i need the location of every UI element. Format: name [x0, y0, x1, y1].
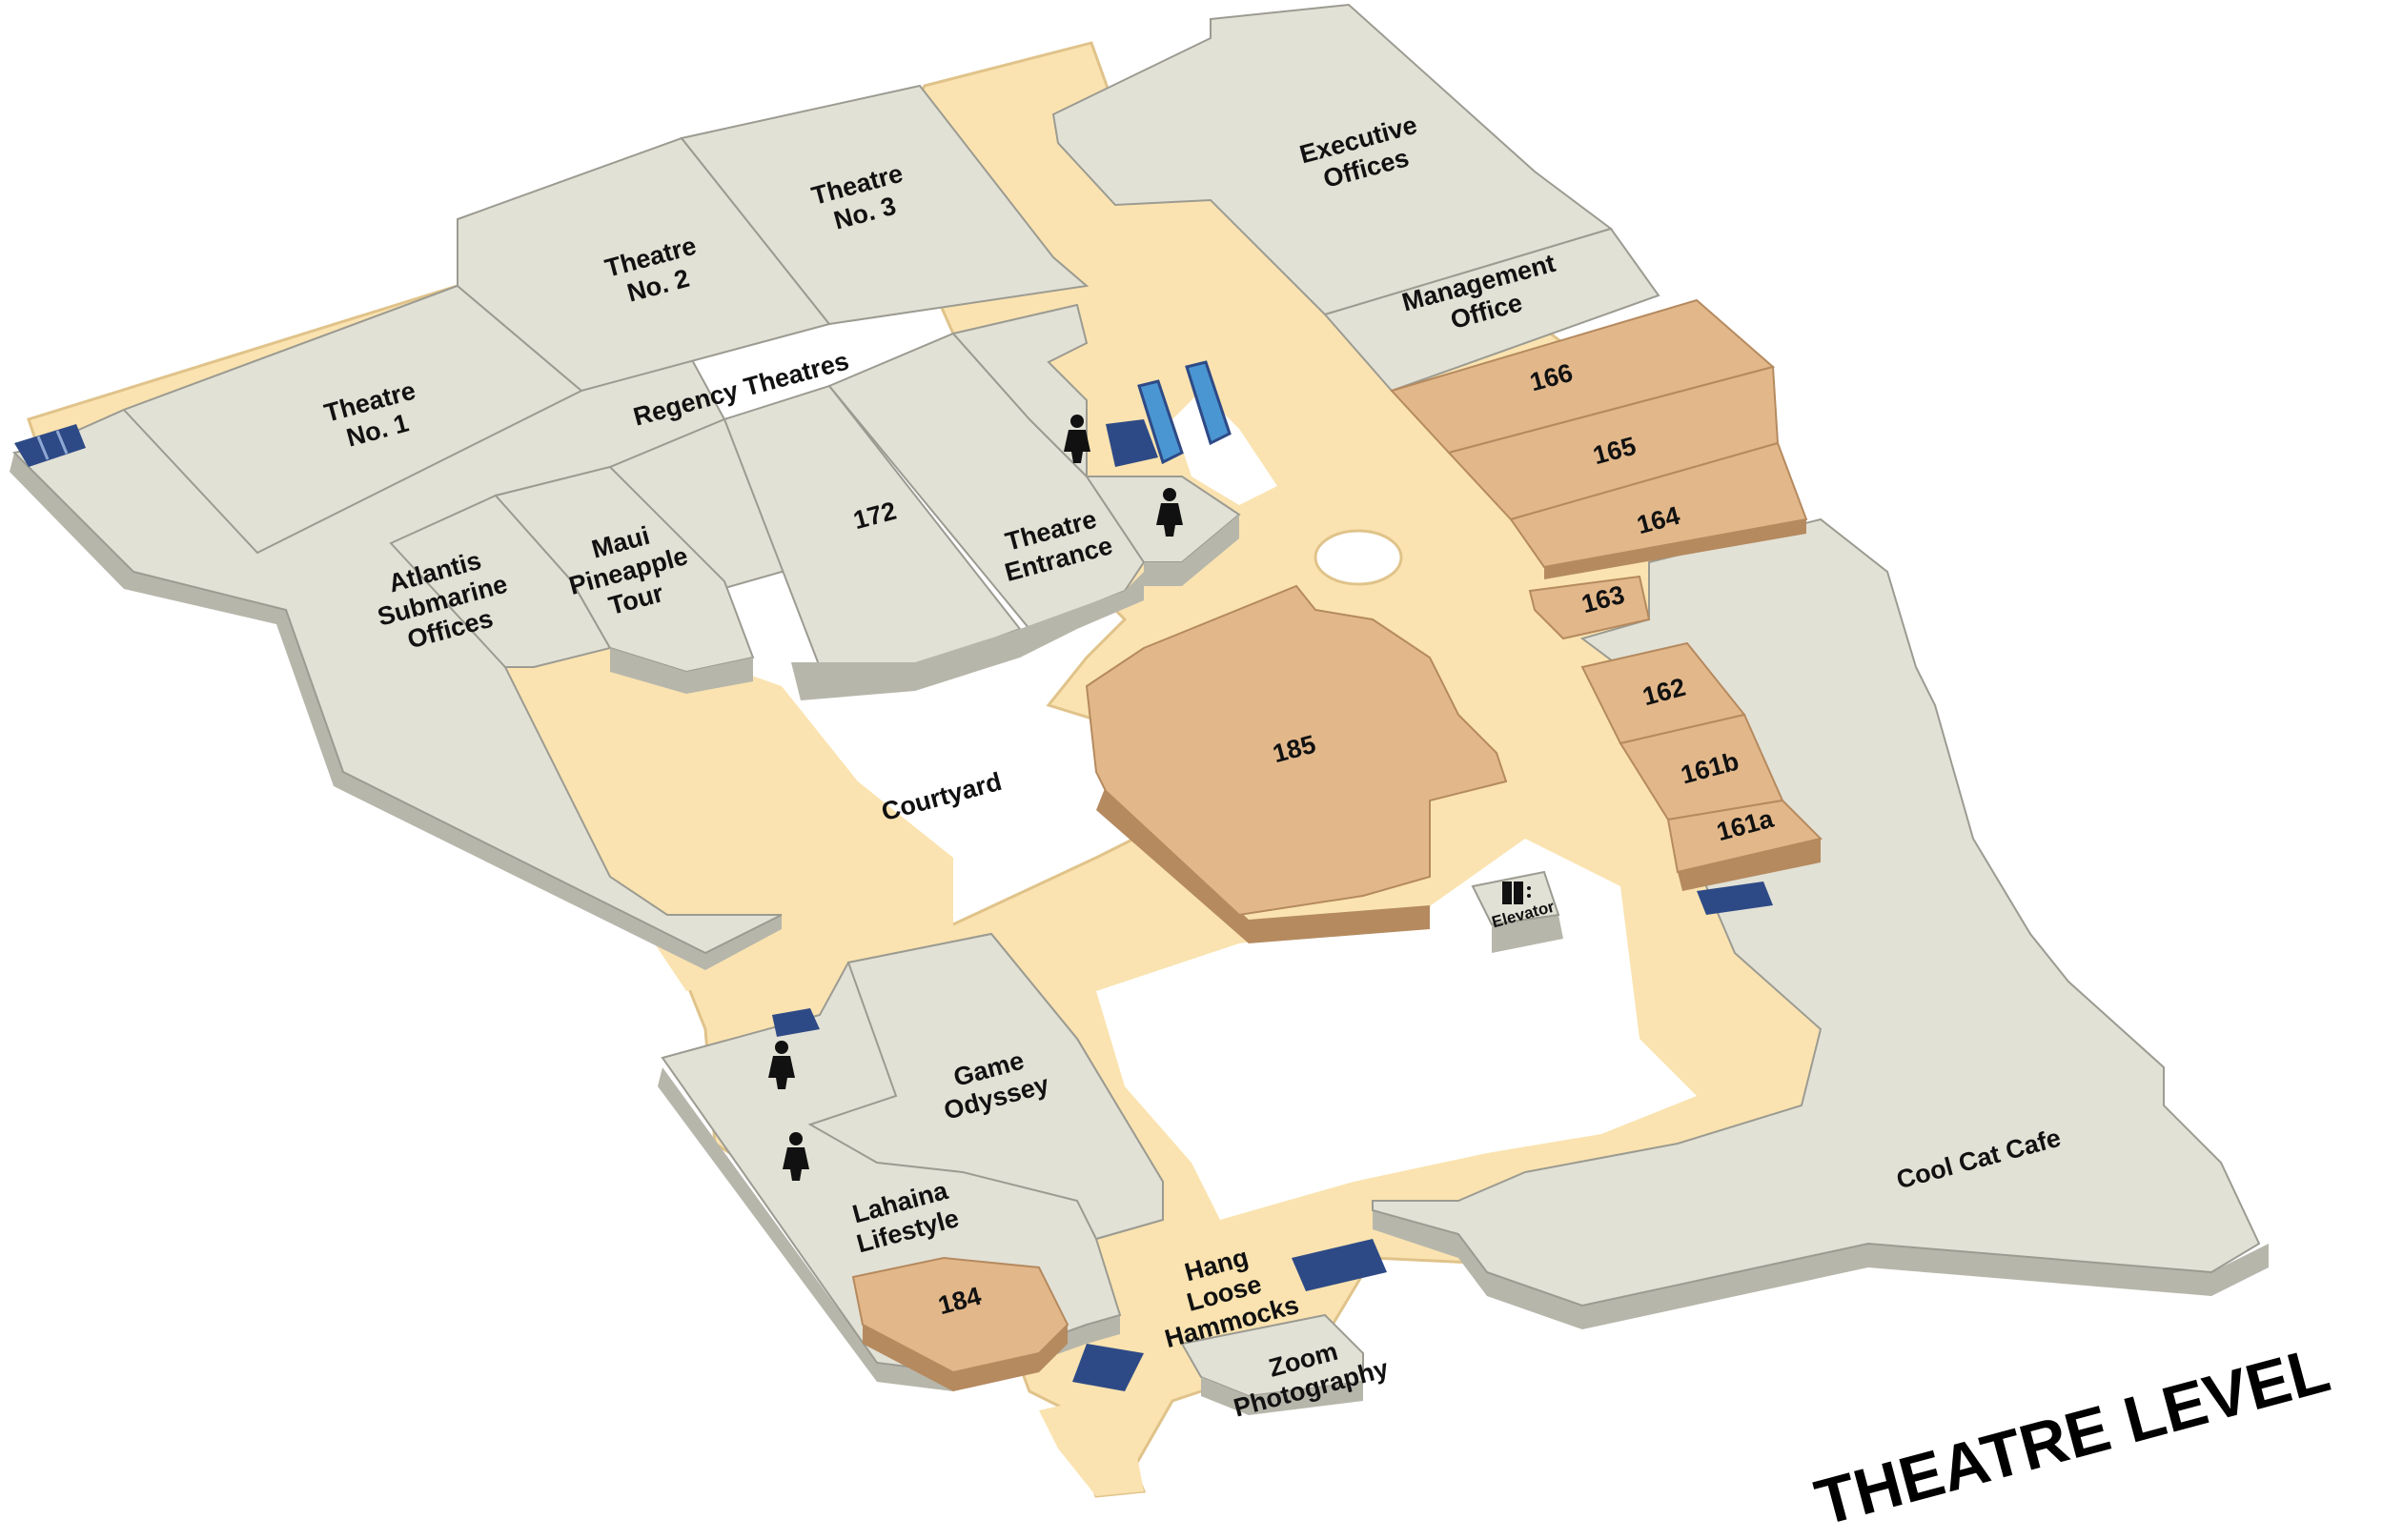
unit-185-side — [1096, 786, 1430, 943]
stairs-escalators — [14, 360, 1773, 1391]
management-office-block — [1323, 227, 1660, 393]
restroom-person-icon — [783, 1132, 809, 1181]
elevator-box-side — [1492, 915, 1563, 953]
stairs-icon — [1072, 1344, 1144, 1391]
escalator-icon — [1106, 360, 1232, 467]
restroom-icons — [768, 415, 1531, 1181]
stairs-icon — [772, 1008, 820, 1037]
unit-172-side — [791, 629, 1020, 700]
label-atlantis-submarine-offices[interactable]: AtlantisSubmarineOffices — [367, 541, 519, 660]
elevator-icon — [1502, 881, 1531, 904]
restroom-block-east-side — [1144, 515, 1239, 586]
corridor-courtyard-west — [505, 629, 953, 991]
atrium-opening-round — [1314, 529, 1403, 586]
game-odyssey-block — [807, 932, 1164, 1241]
restroom-person-icon — [1064, 415, 1090, 463]
stairs-icon — [1292, 1239, 1387, 1291]
unit-161a — [1666, 799, 1823, 874]
theatre-entrance-side — [1020, 572, 1144, 658]
label-line: Courtyard — [879, 767, 1005, 826]
restroom-block-north — [951, 303, 1089, 479]
label-courtyard[interactable]: Courtyard — [879, 767, 1005, 826]
restroom-person-icon — [1156, 488, 1183, 537]
unit-164 — [1509, 441, 1808, 569]
theatre-2-block — [457, 136, 831, 393]
zoom-photography-side — [1201, 1377, 1363, 1415]
unit-162-161-side — [1678, 839, 1821, 891]
theatre-3-block — [680, 84, 1090, 326]
unit-163 — [1528, 575, 1651, 640]
gray-blocks — [10, 3, 2269, 1415]
unit-184-side — [863, 1325, 1068, 1391]
stairs-icon — [14, 424, 86, 467]
unit-185 — [1085, 584, 1508, 917]
stairs-icon — [1697, 881, 1773, 915]
corridor-south-path — [1039, 1391, 1144, 1496]
atrium-void-north — [1172, 391, 1277, 505]
unit-166-165-164-side — [1544, 519, 1806, 579]
east-wing-side — [1373, 1210, 2269, 1329]
tan-blocks — [851, 298, 1823, 1391]
maui-side — [610, 648, 753, 694]
restroom-person-icon — [768, 1041, 795, 1089]
page-title: THEATRE LEVEL — [1808, 1333, 2337, 1540]
unit-184 — [851, 1256, 1069, 1374]
